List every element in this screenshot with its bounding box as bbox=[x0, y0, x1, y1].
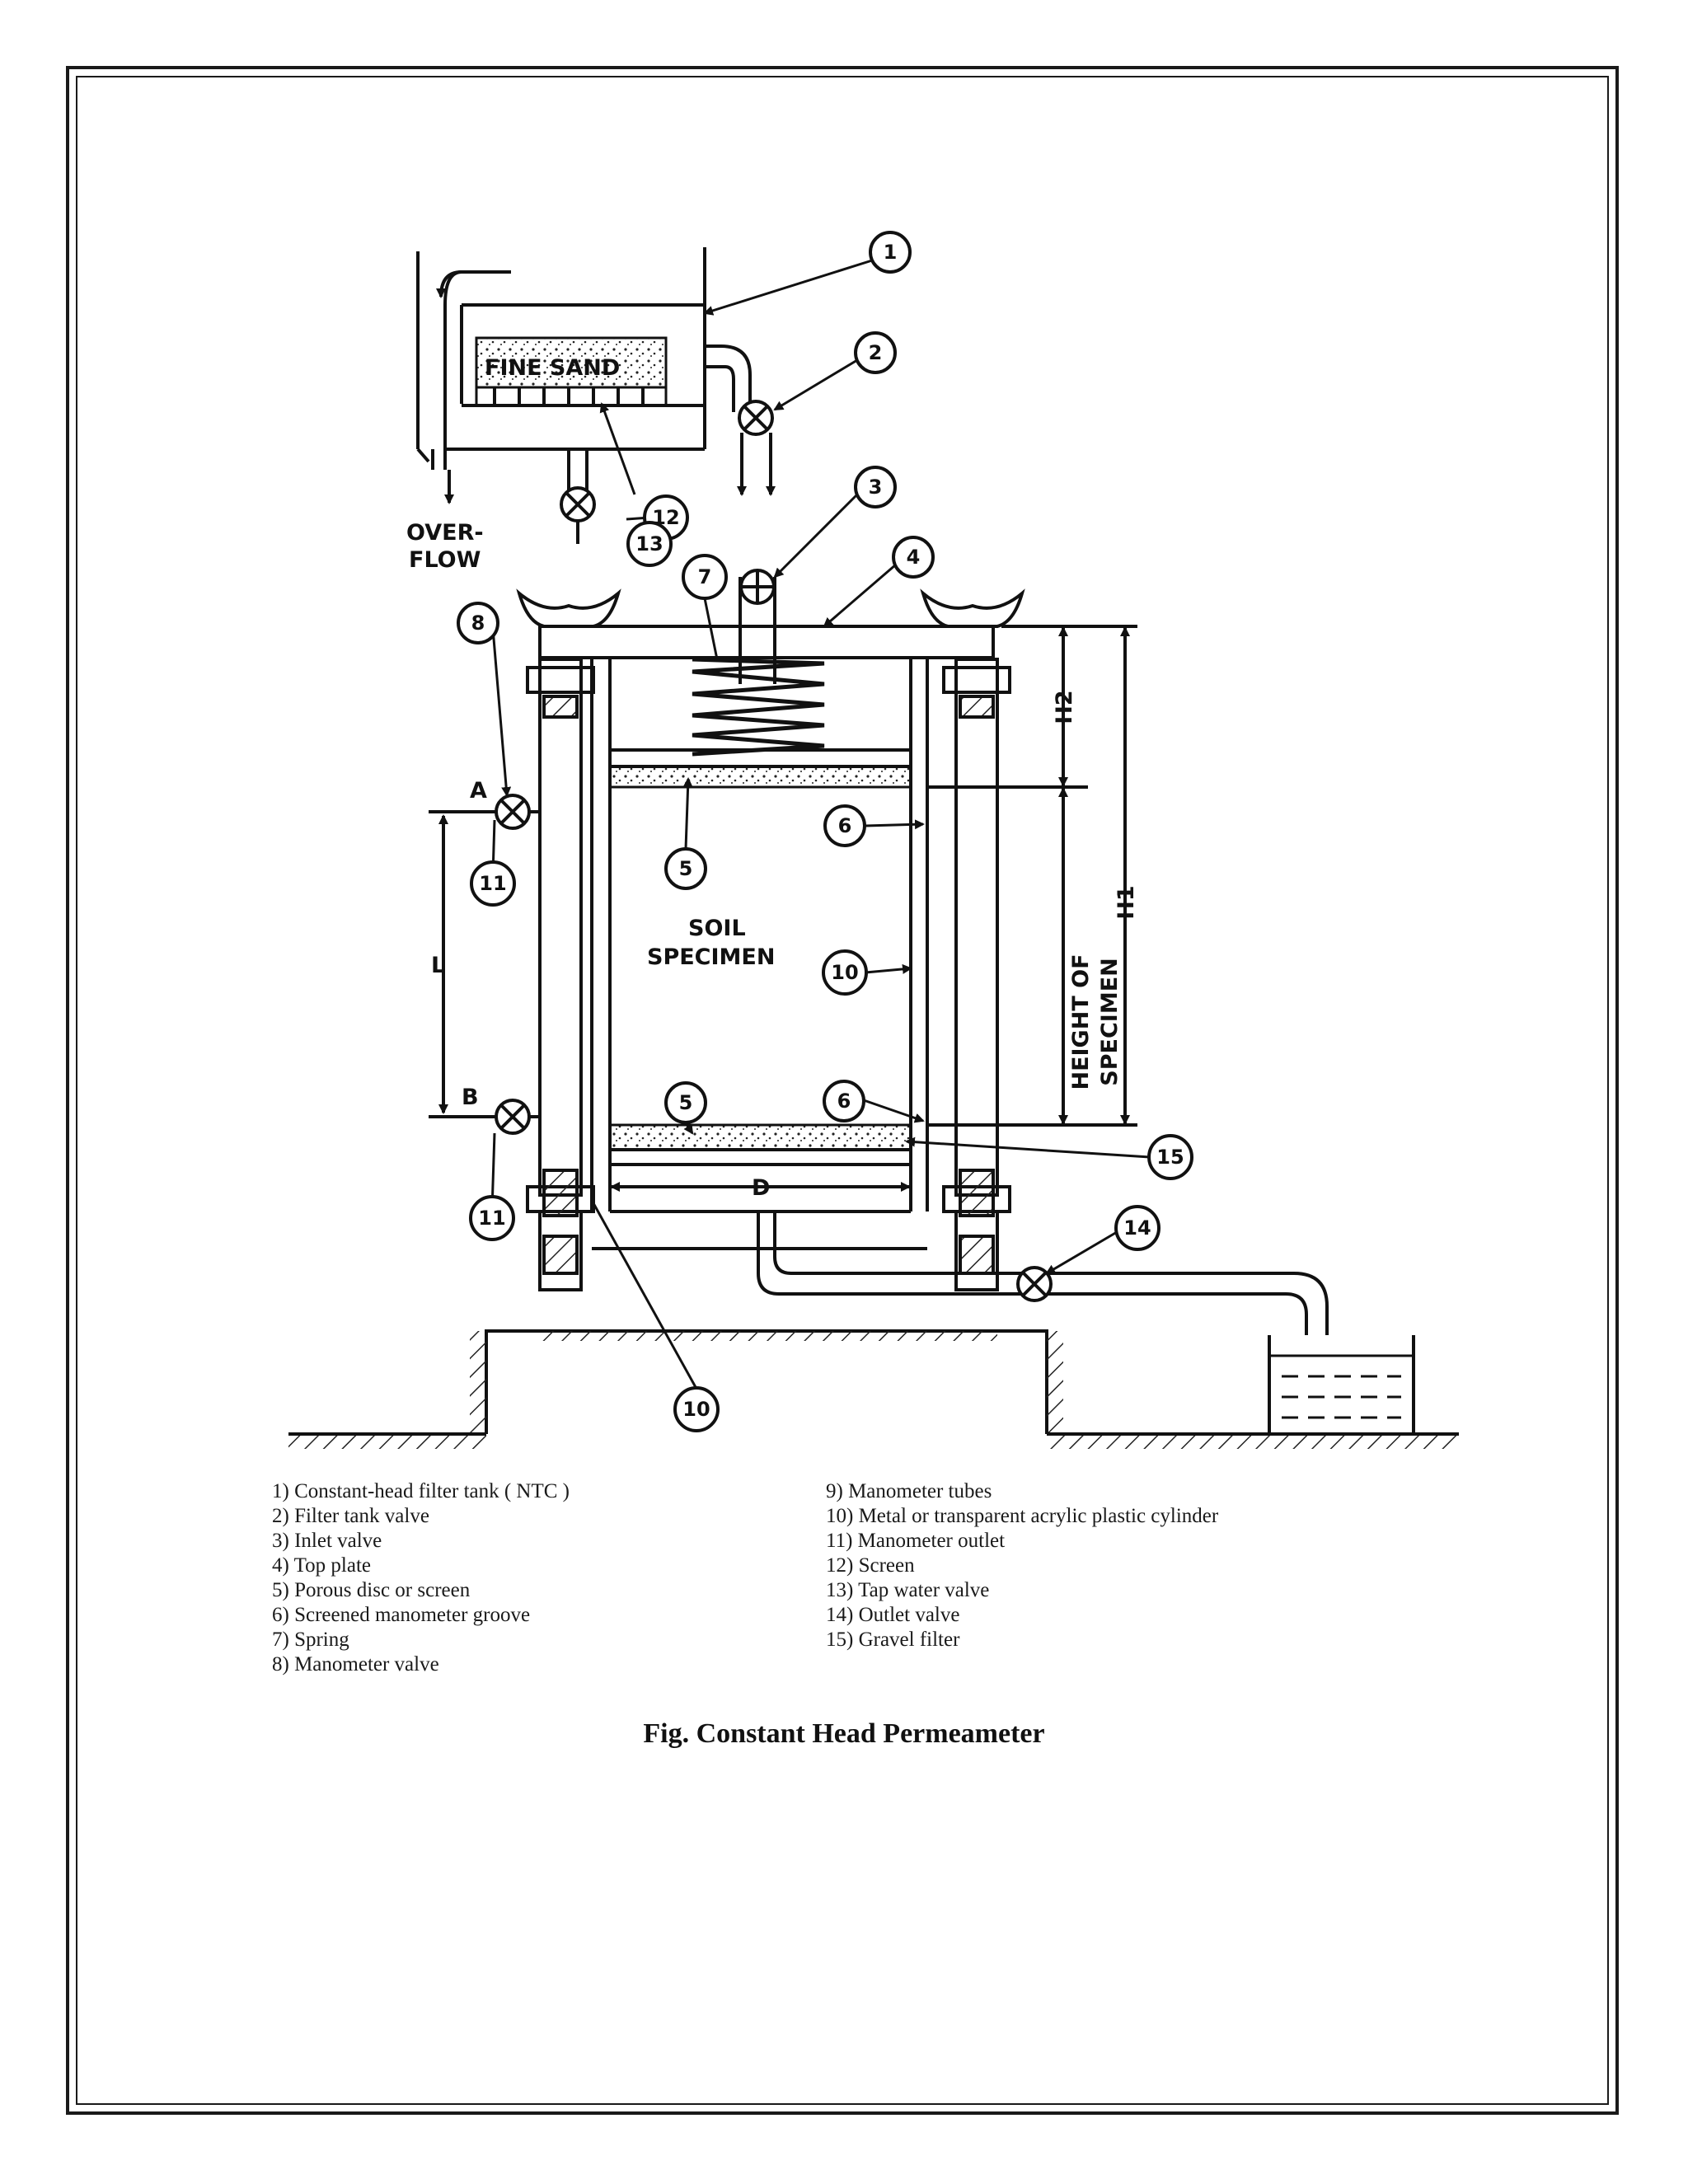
callout-13: 13 bbox=[635, 532, 663, 555]
callout-10-right: 10 bbox=[831, 961, 858, 984]
l-label: L bbox=[431, 953, 445, 978]
legend-item: 3) Inlet valve bbox=[272, 1530, 382, 1552]
legend-item: 11) Manometer outlet bbox=[826, 1530, 1006, 1552]
legend-item: 10) Metal or transparent acrylic plastic… bbox=[826, 1505, 1219, 1527]
callout-6-top: 6 bbox=[838, 814, 852, 837]
callout-5-bottom: 5 bbox=[679, 1091, 693, 1114]
soil-label-2: SPECIMEN bbox=[647, 944, 775, 970]
overflow-label-1: OVER- bbox=[406, 520, 484, 546]
b-label: B bbox=[462, 1085, 479, 1110]
right-rod bbox=[942, 658, 1011, 1291]
valve-8-icon bbox=[495, 794, 531, 830]
legend-item: 9) Manometer tubes bbox=[826, 1480, 992, 1502]
legend-item: 4) Top plate bbox=[272, 1554, 371, 1577]
legend-right: 9) Manometer tubes 10) Metal or transpar… bbox=[826, 1479, 1218, 1652]
legend-item: 15) Gravel filter bbox=[826, 1629, 960, 1651]
legend-item: 2) Filter tank valve bbox=[272, 1505, 429, 1527]
callout-15: 15 bbox=[1156, 1146, 1184, 1169]
legend-item: 7) Spring bbox=[272, 1629, 349, 1651]
a-label: A bbox=[470, 778, 487, 804]
h2-label: H2 bbox=[1052, 690, 1077, 724]
beaker bbox=[1268, 1335, 1415, 1436]
valve-11-icon bbox=[495, 1099, 531, 1135]
callout-3: 3 bbox=[869, 476, 883, 499]
callout-12: 12 bbox=[652, 506, 679, 529]
callout-6-bottom: 6 bbox=[837, 1090, 851, 1113]
callout-2: 2 bbox=[869, 341, 883, 364]
callout-14: 14 bbox=[1123, 1216, 1151, 1240]
spring bbox=[692, 657, 825, 757]
callout-11-bottom: 11 bbox=[478, 1207, 505, 1230]
callout-5-top: 5 bbox=[679, 857, 693, 880]
top-plate bbox=[538, 625, 995, 659]
overflow-label-2: FLOW bbox=[409, 547, 481, 573]
valve-13-icon bbox=[560, 486, 596, 523]
legend-item: 6) Screened manometer groove bbox=[272, 1604, 531, 1626]
legend-item: 12) Screen bbox=[826, 1554, 915, 1577]
callout-4: 4 bbox=[907, 546, 921, 569]
fine-sand-label: FINE SAND bbox=[485, 355, 620, 381]
porous-disc-bottom bbox=[608, 1123, 912, 1166]
page-border-outer bbox=[66, 66, 1619, 2115]
legend-item: 14) Outlet valve bbox=[826, 1604, 960, 1626]
callout-10-bottom: 10 bbox=[682, 1398, 710, 1421]
valve-3-icon bbox=[739, 569, 776, 605]
legend-item: 1) Constant-head filter tank ( NTC ) bbox=[272, 1480, 570, 1502]
d-label: D bbox=[752, 1175, 770, 1201]
height-of-label: HEIGHT OF bbox=[1068, 954, 1094, 1090]
callout-11-top: 11 bbox=[479, 872, 506, 895]
h1-label: H1 bbox=[1114, 885, 1139, 919]
valve-2-icon bbox=[738, 400, 774, 436]
wing-nut-left bbox=[516, 588, 621, 628]
callout-8: 8 bbox=[471, 612, 485, 635]
left-rod bbox=[526, 658, 595, 1291]
callout-7: 7 bbox=[698, 565, 712, 588]
filter-tank bbox=[416, 247, 706, 504]
porous-disc-top bbox=[608, 748, 912, 789]
legend-item: 5) Porous disc or screen bbox=[272, 1579, 471, 1601]
specimen-label: SPECIMEN bbox=[1097, 958, 1123, 1085]
fine-sand-layer bbox=[475, 336, 668, 389]
legend-left: 1) Constant-head filter tank ( NTC ) 2) … bbox=[272, 1479, 570, 1677]
valve-14-icon bbox=[1016, 1266, 1053, 1302]
page-border-inner bbox=[76, 76, 1609, 2105]
callout-1: 1 bbox=[884, 241, 898, 264]
figure-caption: Fig. Constant Head Permeameter bbox=[643, 1718, 1045, 1749]
legend-item: 8) Manometer valve bbox=[272, 1653, 439, 1675]
soil-label-1: SOIL bbox=[688, 916, 746, 941]
legend-item: 13) Tap water valve bbox=[826, 1579, 990, 1601]
wing-nut-right bbox=[920, 588, 1025, 628]
base bbox=[288, 1329, 1459, 1449]
screen-12 bbox=[462, 386, 705, 407]
